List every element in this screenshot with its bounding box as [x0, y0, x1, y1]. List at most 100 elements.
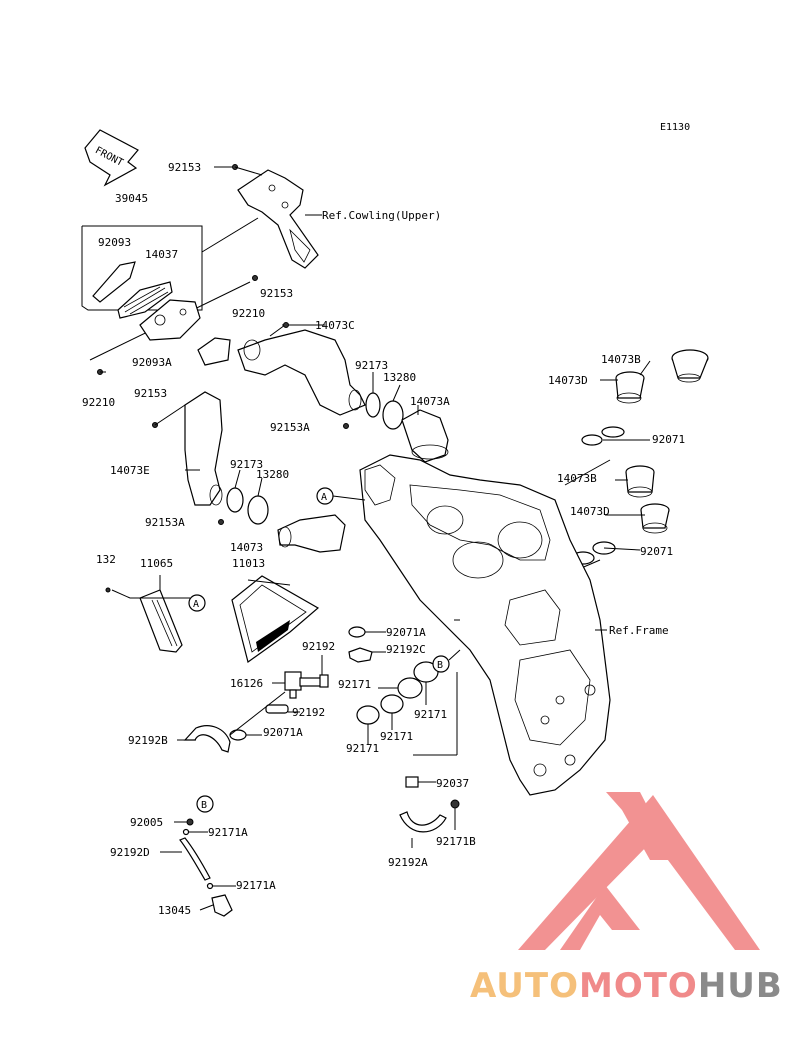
label-92171A-b: 92171A [236, 879, 276, 892]
callout-A-left: A [188, 594, 206, 612]
label-132: 132 [96, 553, 116, 566]
seal-92093A [197, 337, 231, 366]
label-92153A-a: 92153A [270, 421, 310, 434]
label-14073C: 14073C [315, 319, 355, 332]
duct-14073A [401, 409, 449, 463]
label-39045: 39045 [115, 192, 148, 205]
cap-13045 [211, 894, 233, 917]
label-11013: 11013 [232, 557, 265, 570]
cover-11065 [139, 589, 183, 653]
funnel-14073B-mid [625, 465, 655, 498]
label-92037: 92037 [436, 777, 469, 790]
label-92171-b: 92171 [414, 708, 447, 721]
funnel-14073D-top [615, 371, 645, 404]
label-92093A: 92093A [132, 356, 172, 369]
svg-text:B: B [437, 660, 443, 671]
label-16126: 16126 [230, 677, 263, 690]
svg-text:AUTOMOTOHUB: AUTOMOTOHUB [470, 966, 783, 1006]
label-14037: 14037 [145, 248, 178, 261]
label-92171B: 92171B [436, 835, 476, 848]
label-14073D-b: 14073D [570, 505, 610, 518]
hose-92192D [179, 837, 211, 881]
duct-net-14037 [117, 281, 173, 319]
clamp-92171-1 [397, 677, 423, 699]
funnel-14073B-top [671, 349, 709, 383]
label-92071A-a: 92071A [386, 626, 426, 639]
ring-92071-a2 [601, 426, 625, 438]
svg-text:A: A [321, 492, 327, 503]
label-92171-c: 92171 [380, 730, 413, 743]
label-92192B: 92192B [128, 734, 168, 747]
label-92071A-b: 92071A [263, 726, 303, 739]
label-13280-a: 13280 [383, 371, 416, 384]
label-13280-b: 13280 [256, 468, 289, 481]
seal-13280-upper [382, 400, 404, 430]
hose-92192 [265, 704, 289, 714]
label-92171-a: 92171 [338, 678, 371, 691]
label-92210-a: 92210 [232, 307, 265, 320]
diagram-code: E1130 [660, 122, 690, 133]
cap-92071A-upper [348, 626, 366, 638]
cowling-bracket [237, 169, 319, 269]
label-92071-b: 92071 [640, 545, 673, 558]
label-14073A: 14073A [410, 395, 450, 408]
label-92192A: 92192A [388, 856, 428, 869]
label-92192-b: 92192 [292, 706, 325, 719]
ring-92173-lower [226, 487, 244, 513]
watermark-auto: AUTO [470, 966, 579, 1006]
cap-92071A-lower [229, 729, 247, 741]
label-14073B-b: 14073B [557, 472, 597, 485]
duct-seal-92093 [92, 261, 136, 303]
clip-92171B [450, 799, 460, 809]
watermark-logo [518, 792, 760, 950]
label-92192D: 92192D [110, 846, 150, 859]
label-92153-top: 92153 [168, 161, 201, 174]
clip-92171A-upper [182, 828, 190, 836]
svg-text:B: B [201, 800, 207, 811]
plug-92005 [186, 818, 194, 826]
label-ref-frame: Ref.Frame [609, 624, 669, 637]
label-92173-a: 92173 [355, 359, 388, 372]
label-92153A-b: 92153A [145, 516, 185, 529]
label-92171-d: 92171 [346, 742, 379, 755]
label-14073: 14073 [230, 541, 263, 554]
label-14073B-a: 14073B [601, 353, 641, 366]
label-92171A-a: 92171A [208, 826, 248, 839]
watermark-hub: HUB [698, 966, 783, 1006]
airbox-frame [359, 454, 611, 796]
callout-B-low: B [196, 795, 214, 813]
part-labels: 92153 Ref.Cowling(Upper) 39045 92093 140… [82, 161, 685, 917]
duct-14073C [237, 329, 366, 416]
label-13045: 13045 [158, 904, 191, 917]
hose-92192A [399, 811, 447, 833]
label-14073D-a: 14073D [548, 374, 588, 387]
label-92005: 92005 [130, 816, 163, 829]
label-92071-a: 92071 [652, 433, 685, 446]
label-92153-b: 92153 [260, 287, 293, 300]
duct-14073E [184, 391, 223, 506]
duct-inlet-body [139, 299, 201, 341]
watermark-text: AUTOMOTOHUB [470, 966, 783, 1006]
label-ref-cowling: Ref.Cowling(Upper) [322, 209, 441, 222]
label-92192: 92192 [302, 640, 335, 653]
clamp-92171-4 [380, 694, 404, 714]
ring-92173-upper [365, 392, 381, 418]
label-14073E: 14073E [110, 464, 150, 477]
label-92093: 92093 [98, 236, 131, 249]
funnel-14073D-mid [640, 503, 670, 534]
label-92173-b: 92173 [230, 458, 263, 471]
air-filter-11013 [231, 575, 320, 663]
clip-92171A-lower [206, 882, 214, 890]
clamp-92171-3 [356, 705, 380, 725]
duct-14073 [277, 514, 346, 553]
label-92153-c: 92153 [134, 387, 167, 400]
fitting-92037 [405, 776, 419, 788]
label-11065: 11065 [140, 557, 173, 570]
callout-A-top: A [316, 487, 334, 505]
hose-92192C [348, 647, 373, 663]
valve-16126 [284, 671, 329, 699]
front-arrow-icon: FRONT [84, 129, 139, 187]
watermark-moto: MOTO [579, 966, 698, 1006]
label-92210-b: 92210 [82, 396, 115, 409]
